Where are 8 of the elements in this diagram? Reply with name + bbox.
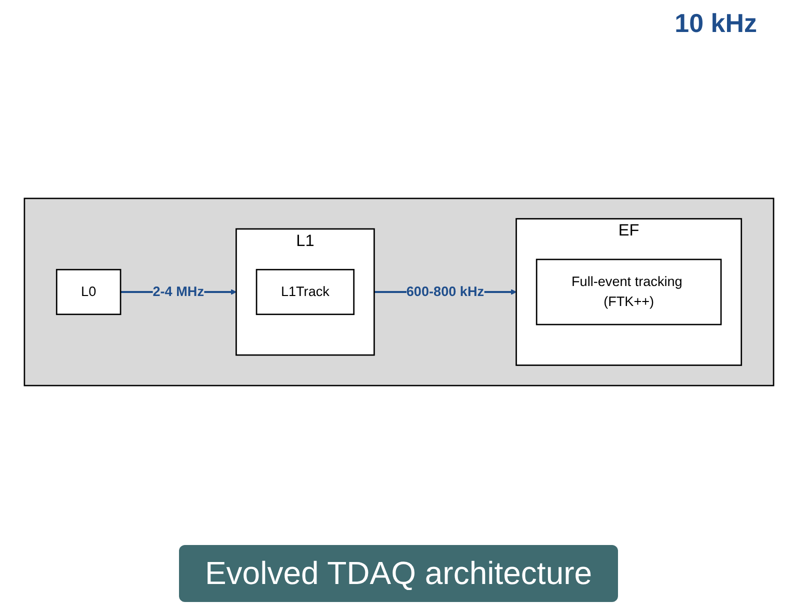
cluster [23,198,774,386]
rate-label: 10 kHz [674,8,757,39]
edge-label: 2-4 MHz [152,284,204,300]
node-box: L0 [55,268,121,316]
caption-banner: Evolved TDAQ architecture [178,545,618,602]
node-box: L1Track [255,268,354,316]
edge-label: 600-800 kHz [406,284,484,300]
node-box: Full-event tracking (FTK++) [535,258,722,326]
